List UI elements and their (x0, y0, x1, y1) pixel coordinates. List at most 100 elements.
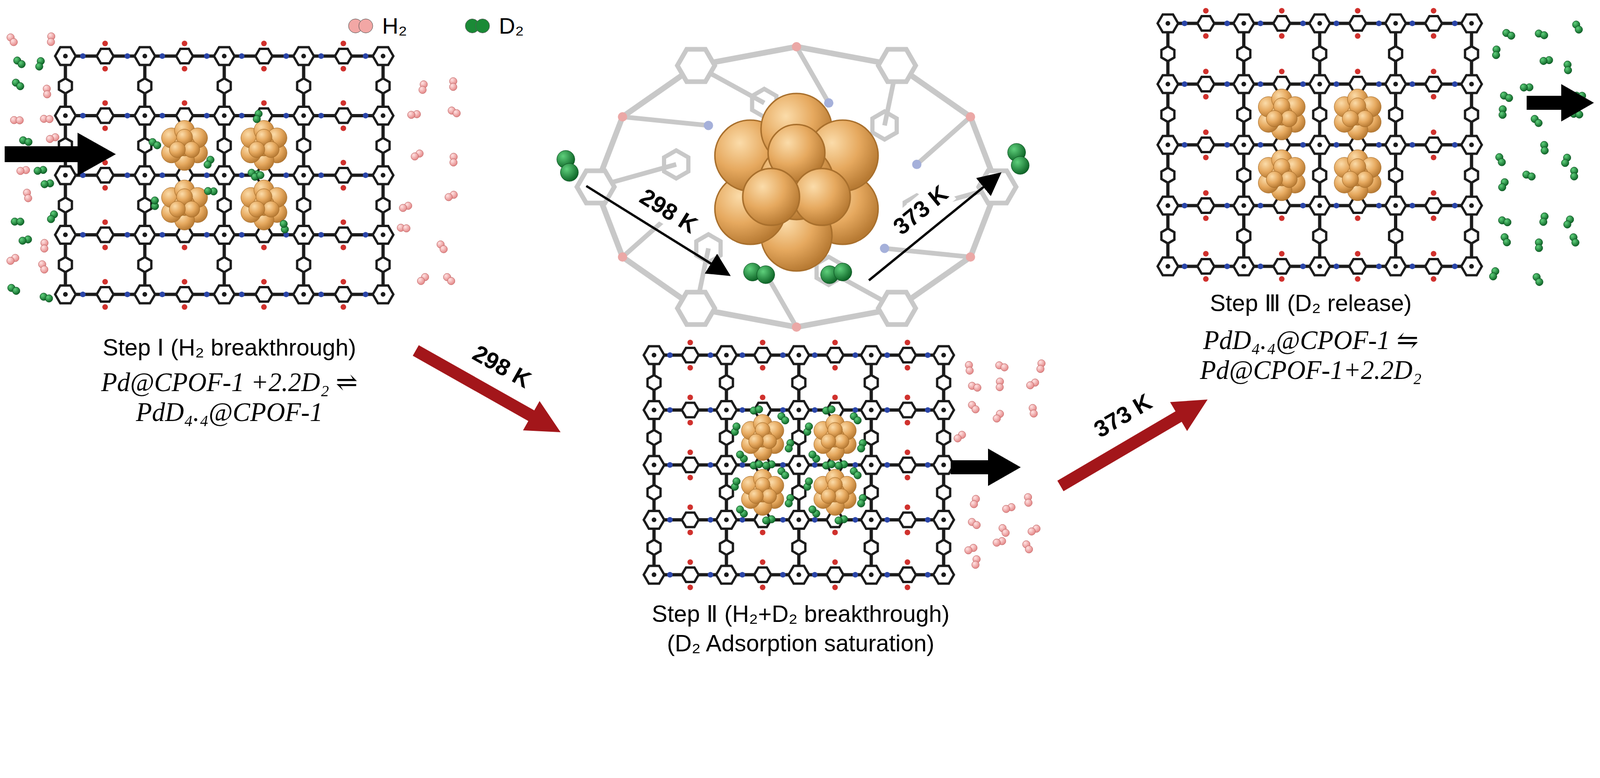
sp3-carbon (1393, 142, 1399, 148)
oxygen-atom (1430, 215, 1437, 221)
nitrogen-atom (238, 113, 245, 119)
benzene-ring (297, 256, 311, 272)
benzene-ring (860, 510, 882, 529)
temperature-label: 298 K (631, 181, 705, 242)
sp3-carbon (1469, 203, 1474, 208)
atom (43, 90, 51, 99)
benzene-ring (1385, 14, 1407, 33)
nitrogen-atom (1224, 263, 1231, 270)
sp3-carbon (142, 53, 148, 59)
oxygen-atom (1202, 129, 1209, 136)
pd-atom (169, 141, 186, 158)
d2-molecule (1535, 29, 1548, 40)
atom (1507, 31, 1515, 40)
desorption-arrow (868, 173, 1000, 281)
oxygen-atom (965, 112, 975, 122)
d2-molecule (13, 56, 26, 69)
oxygen-atom (687, 339, 694, 346)
atom (9, 38, 18, 46)
sp3-carbon (1393, 263, 1399, 269)
nitrogen-atom (739, 571, 746, 578)
nitrogen-atom (780, 352, 786, 358)
sp3-carbon (1317, 203, 1323, 208)
oxygen-atom (181, 40, 188, 47)
oxygen-atom (687, 364, 694, 371)
benzene-ring (376, 256, 390, 272)
atom (1571, 238, 1579, 247)
atom (1498, 111, 1507, 119)
oxygen-atom (904, 504, 911, 511)
benzene-ring (1161, 228, 1175, 244)
oxygen-atom (181, 244, 188, 251)
sp3-carbon (221, 53, 227, 59)
d2-molecule (1500, 233, 1511, 247)
benzene-ring (933, 400, 954, 419)
nitrogen-atom (811, 517, 818, 523)
oxygen-atom (261, 65, 267, 72)
cage-strut (622, 116, 709, 126)
h2-molecule (444, 191, 458, 201)
nitrogen-atom (204, 232, 210, 238)
nitrogen-atom (884, 571, 890, 578)
benzene-ring (1233, 75, 1255, 93)
benzene-ring (1461, 196, 1482, 215)
oxygen-atom (618, 112, 628, 122)
pd-cluster (741, 469, 784, 516)
sp3-carbon (651, 517, 657, 523)
benzene-ring (754, 567, 772, 582)
sp3-carbon (651, 572, 657, 577)
atom (1535, 277, 1544, 286)
oxygen-atom (687, 449, 694, 456)
oxygen-atom (687, 584, 694, 591)
temperature-label: 373 K (885, 177, 957, 243)
nitrogen-atom (159, 53, 165, 59)
d2-molecule (731, 477, 741, 491)
d2-molecule (1540, 141, 1549, 155)
d2-molecule (808, 450, 820, 463)
oxygen-atom (791, 322, 802, 332)
benzene-ring (138, 78, 152, 94)
flow-arrow (4, 132, 116, 176)
benzene-ring (899, 347, 917, 363)
sp3-carbon (1241, 203, 1247, 208)
cage-ring (878, 49, 916, 82)
oxygen-atom (340, 65, 347, 72)
sp3-carbon (796, 462, 802, 468)
atom (1528, 172, 1536, 181)
benzene-ring (792, 375, 806, 391)
benzene-ring (138, 197, 152, 213)
benzene-ring (213, 285, 235, 304)
benzene-ring (1425, 137, 1443, 152)
d2-molecule (19, 136, 33, 146)
oxygen-atom (1202, 276, 1209, 282)
cof-framework (643, 339, 954, 591)
d2-molecule (1495, 153, 1506, 166)
pd-cluster (161, 120, 208, 171)
sp3-carbon (221, 172, 227, 178)
benzene-ring (297, 137, 311, 153)
step-note: (D₂ Adsorption saturation) (667, 630, 935, 658)
nitrogen-atom (362, 53, 369, 59)
h2-molecule (1002, 503, 1016, 513)
oxygen-atom (181, 304, 188, 310)
pd-atom (248, 141, 265, 158)
d2-molecule (1498, 178, 1509, 192)
atom (1570, 172, 1579, 181)
benzene-ring (719, 375, 733, 391)
h2-molecule (970, 495, 980, 508)
d2-molecule (40, 179, 54, 188)
benzene-ring (1233, 14, 1255, 33)
nitrogen-atom (1409, 202, 1416, 209)
benzene-ring (937, 484, 951, 500)
atom (993, 538, 1001, 547)
atom (853, 471, 862, 479)
oxygen-atom (1354, 33, 1361, 39)
oxygen-atom (340, 219, 347, 226)
nitrogen-atom (1300, 20, 1306, 27)
benzene-ring (217, 78, 231, 94)
d2-molecule (749, 460, 763, 470)
benzene-ring (134, 106, 156, 125)
benzene-ring (1157, 135, 1179, 154)
sp3-carbon (796, 572, 802, 577)
benzene-ring (1385, 257, 1407, 276)
